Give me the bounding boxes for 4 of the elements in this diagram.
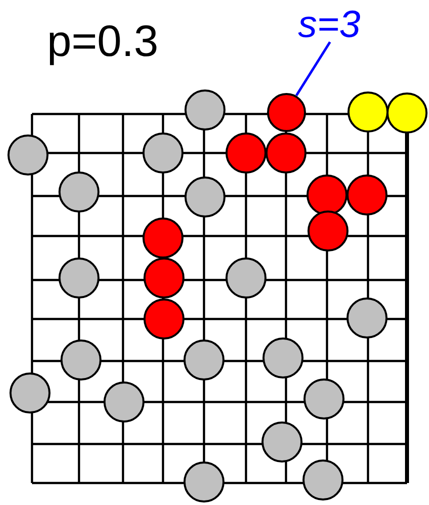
title: p=0.3 [47, 20, 158, 64]
cluster-site-circle [266, 92, 306, 132]
size-label: s=3 [298, 6, 360, 44]
leader-line [295, 41, 332, 96]
